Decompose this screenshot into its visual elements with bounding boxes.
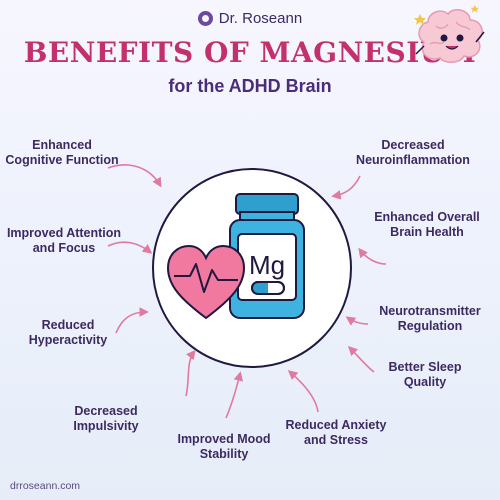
benefit-decreased-neuroinflammation: Decreased Neuroinflammation (356, 138, 470, 167)
brand-name: Dr. Roseann (218, 10, 303, 27)
benefit-better-sleep-quality: Better Sleep Quality (388, 360, 462, 389)
bottle-label: Mg (249, 250, 285, 280)
benefit-enhanced-overall-brain-health: Enhanced Overall Brain Health (374, 210, 480, 239)
benefit-improved-attention-focus: Improved Attention and Focus (6, 226, 122, 255)
benefit-improved-mood-stability: Improved Mood Stability (177, 432, 271, 461)
magnesium-illustration: Mg (166, 193, 305, 320)
benefit-neurotransmitter-regulation: Neurotransmitter Regulation (379, 304, 481, 333)
page-subtitle: for the ADHD Brain (168, 76, 332, 96)
brand-logo-icon (197, 11, 213, 26)
benefit-decreased-impulsivity: Decreased Impulsivity (73, 404, 139, 433)
benefit-enhanced-cognitive-function: Enhanced Cognitive Function (5, 138, 119, 167)
benefit-reduced-hyperactivity: Reduced Hyperactivity (28, 318, 108, 347)
capsule-icon (251, 281, 285, 295)
benefit-reduced-anxiety-stress: Reduced Anxiety and Stress (285, 418, 387, 447)
brain-mascot-icon (414, 5, 485, 63)
page-title: BENEFITS OF MAGNESIUM (23, 36, 477, 69)
footer-url: drroseann.com (10, 480, 81, 492)
heart-icon (166, 244, 246, 320)
brand: Dr. Roseann (0, 10, 500, 27)
